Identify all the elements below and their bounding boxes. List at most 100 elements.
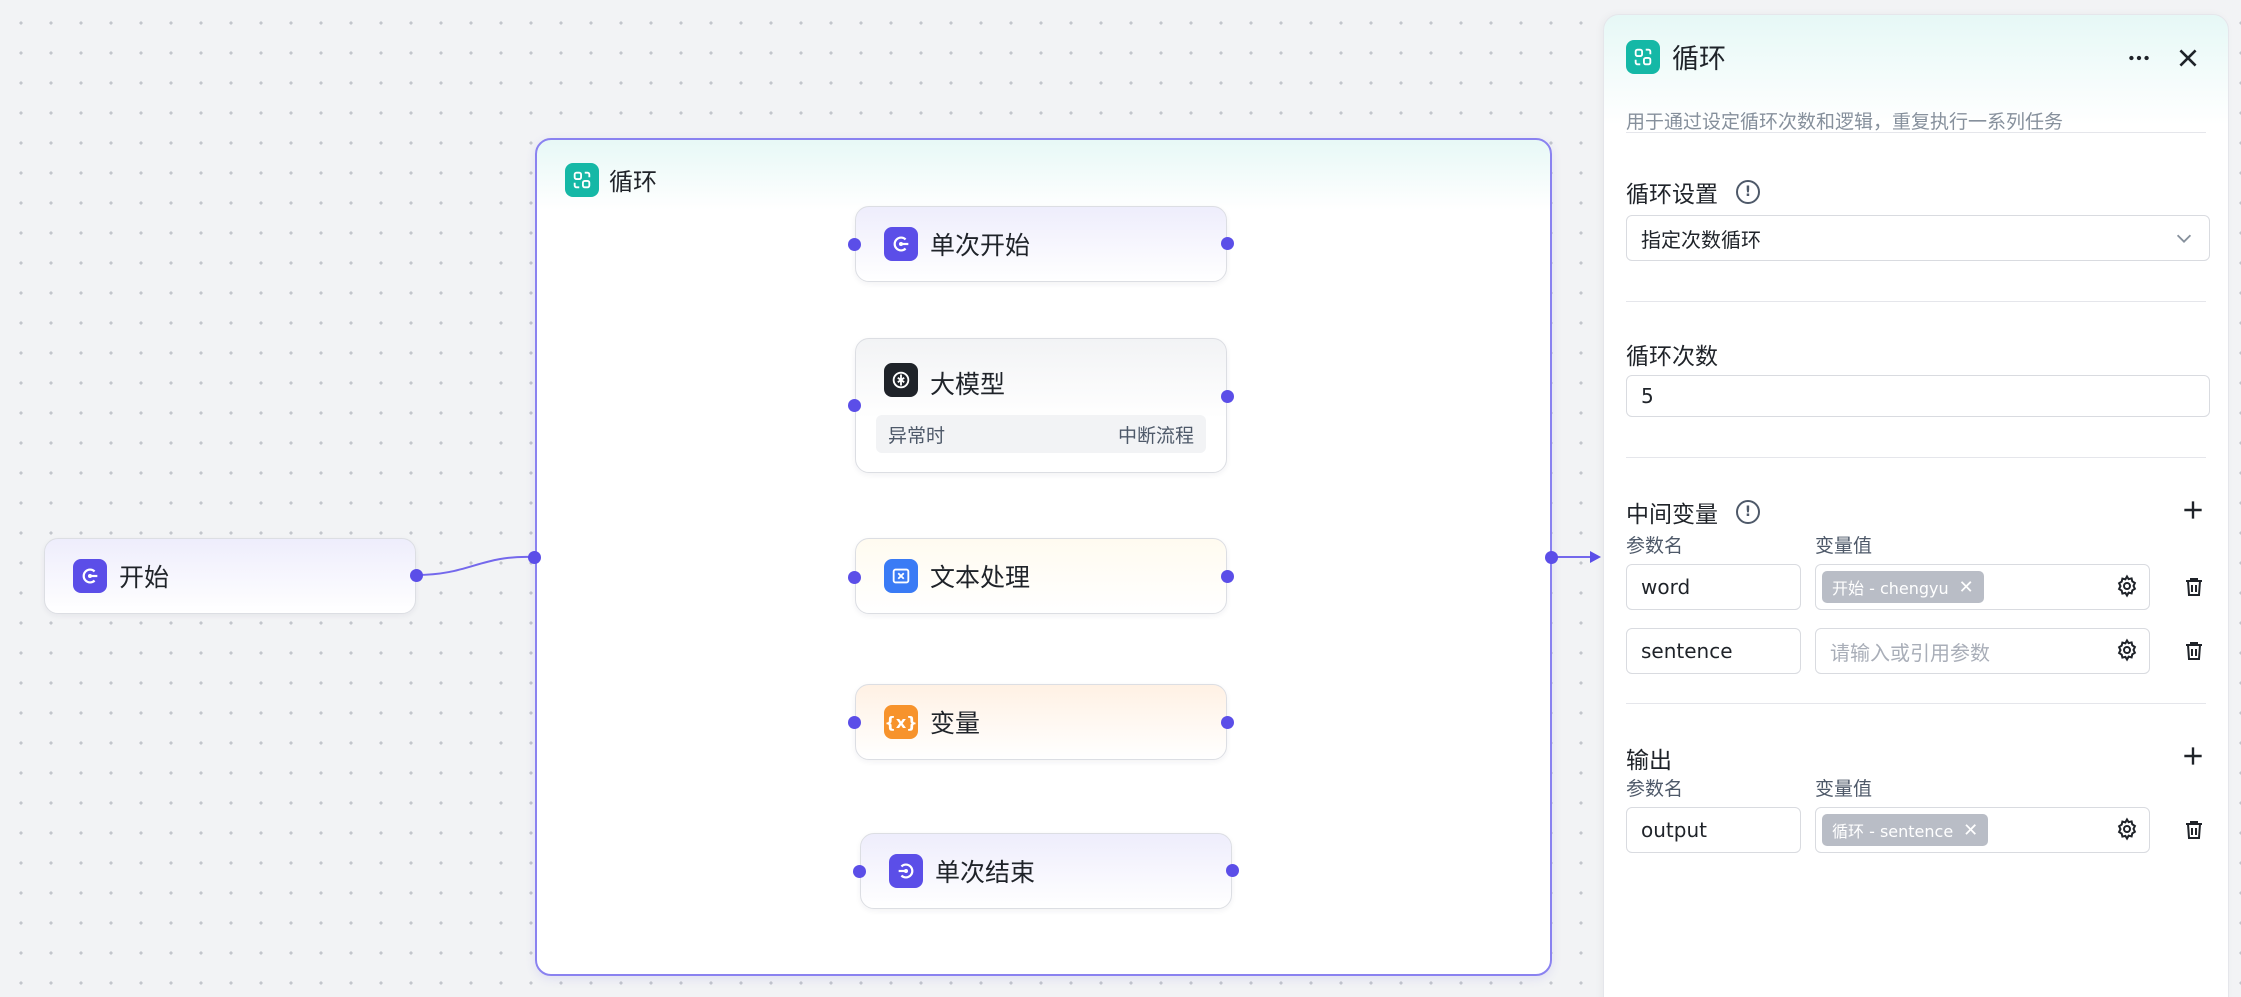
remove-tag-icon[interactable]: ✕ [1963, 819, 1979, 841]
loop-config-panel: 循环 用于通过设定循环次数和逻辑，重复执行一系列任务 循环设置 ! 指定次数循环… [1603, 14, 2229, 997]
param-name-column-label: 参数名 [1626, 535, 1684, 557]
iteration-start-input-port[interactable] [848, 238, 861, 251]
output-name-input[interactable]: output [1626, 807, 1801, 853]
var-value-input[interactable]: 开始 - chengyu ✕ [1815, 564, 2150, 610]
variable-reference-tag: 循环 - sentence ✕ [1822, 814, 1989, 846]
iteration-start-output-port[interactable] [1221, 237, 1234, 250]
workflow-canvas[interactable]: 开始 循环 单次开始 大模型 异常时 中断流程 [0, 0, 1601, 997]
close-icon [2179, 49, 2197, 67]
llm-icon [884, 363, 918, 397]
add-intermediate-var-button[interactable] [2178, 495, 2208, 525]
llm-error-label: 异常时 [888, 424, 946, 447]
divider [1626, 457, 2206, 458]
text-process-input-port[interactable] [848, 571, 861, 584]
more-options-button[interactable] [2122, 41, 2156, 75]
output-value-input[interactable]: 循环 - sentence ✕ [1815, 807, 2150, 853]
delete-var-button[interactable] [2180, 637, 2208, 665]
edge-start-to-loop [415, 555, 535, 576]
loop-type-select[interactable]: 指定次数循环 [1626, 215, 2210, 261]
loop-settings-section: 循环设置 ! [1626, 175, 1760, 209]
variable-reference-tag: 开始 - chengyu ✕ [1822, 571, 1984, 603]
var-name-input[interactable]: word [1626, 564, 1801, 610]
plus-icon [2184, 747, 2202, 765]
variable-reference-text: 循环 - sentence [1832, 822, 1954, 841]
start-node[interactable]: 开始 [44, 538, 416, 614]
text-process-label: 文本处理 [930, 563, 1031, 592]
gear-icon[interactable] [2115, 574, 2139, 598]
llm-input-port[interactable] [848, 399, 861, 412]
loop-count-input[interactable]: 5 [1626, 375, 2210, 417]
variable-reference-text: 开始 - chengyu [1832, 579, 1949, 598]
param-value-column-label: 变量值 [1815, 778, 1873, 800]
panel-header: 循环 [1626, 37, 1726, 76]
iteration-end-input-port[interactable] [853, 865, 866, 878]
start-icon [73, 559, 107, 593]
intermediate-vars-section: 中间变量 ! [1626, 495, 1760, 529]
info-icon[interactable]: ! [1736, 180, 1760, 204]
loop-settings-title: 循环设置 [1626, 182, 1718, 208]
panel-description: 用于通过设定循环次数和逻辑，重复执行一系列任务 [1626, 111, 2064, 133]
iteration-end-output-port[interactable] [1226, 864, 1239, 877]
trash-icon [2186, 821, 2202, 839]
param-value-column-label: 变量值 [1815, 535, 1873, 557]
start-node-label: 开始 [119, 563, 170, 592]
panel-title: 循环 [1672, 44, 1726, 75]
loop-output-port[interactable] [1545, 551, 1558, 564]
variable-node-label: 变量 [930, 709, 981, 738]
loop-node-title: 循环 [609, 168, 657, 196]
divider [1626, 703, 2206, 704]
iteration-end-icon [889, 854, 923, 888]
llm-node[interactable]: 大模型 异常时 中断流程 [855, 338, 1227, 473]
loop-icon [565, 162, 599, 197]
gear-icon[interactable] [2115, 817, 2139, 841]
loop-node-header: 循环 [565, 162, 657, 197]
gear-icon[interactable] [2115, 638, 2139, 662]
remove-tag-icon[interactable]: ✕ [1958, 576, 1974, 598]
output-title: 输出 [1626, 748, 1672, 774]
loop-count-section: 循环次数 [1626, 337, 1718, 371]
param-name-column-label: 参数名 [1626, 778, 1684, 800]
trash-icon [2186, 642, 2202, 660]
iteration-start-label: 单次开始 [930, 231, 1031, 260]
delete-output-button[interactable] [2180, 816, 2208, 844]
loop-icon [1626, 39, 1660, 74]
llm-output-port[interactable] [1221, 390, 1234, 403]
chevron-down-icon [2176, 234, 2192, 243]
iteration-end-node[interactable]: 单次结束 [860, 833, 1232, 909]
var-name-value: sentence [1641, 639, 1733, 663]
text-process-icon [884, 559, 918, 593]
text-process-node[interactable]: 文本处理 [855, 538, 1227, 614]
loop-input-port[interactable] [528, 551, 541, 564]
close-button[interactable] [2171, 41, 2205, 75]
trash-icon [2186, 578, 2202, 596]
var-name-value: word [1641, 575, 1691, 599]
intermediate-vars-title: 中间变量 [1626, 502, 1718, 528]
var-name-input[interactable]: sentence [1626, 628, 1801, 674]
delete-var-button[interactable] [2180, 573, 2208, 601]
var-value-placeholder: 请输入或引用参数 [1830, 640, 1990, 665]
info-icon[interactable]: ! [1736, 500, 1760, 524]
loop-count-title: 循环次数 [1626, 344, 1718, 370]
text-process-output-port[interactable] [1221, 570, 1234, 583]
plus-icon [2184, 501, 2202, 519]
loop-type-value: 指定次数循环 [1641, 227, 1761, 252]
add-output-button[interactable] [2178, 741, 2208, 771]
llm-error-action: 中断流程 [1117, 424, 1194, 447]
output-section: 输出 [1626, 741, 1672, 775]
variable-icon: {x} [884, 705, 918, 739]
iteration-start-node[interactable]: 单次开始 [855, 206, 1227, 282]
loop-count-value: 5 [1641, 384, 1654, 408]
output-name-value: output [1641, 818, 1707, 842]
divider [1626, 301, 2206, 302]
iteration-end-label: 单次结束 [935, 858, 1036, 887]
variable-output-port[interactable] [1221, 716, 1234, 729]
llm-node-label: 大模型 [930, 370, 1006, 399]
start-output-port[interactable] [410, 569, 423, 582]
iteration-start-icon [884, 227, 918, 261]
llm-error-handling-row[interactable]: 异常时 中断流程 [876, 415, 1206, 453]
more-icon [2129, 55, 2149, 61]
divider [1626, 132, 2206, 133]
variable-input-port[interactable] [848, 716, 861, 729]
var-value-input[interactable]: 请输入或引用参数 [1815, 628, 2150, 674]
variable-node[interactable]: {x} 变量 [855, 684, 1227, 760]
